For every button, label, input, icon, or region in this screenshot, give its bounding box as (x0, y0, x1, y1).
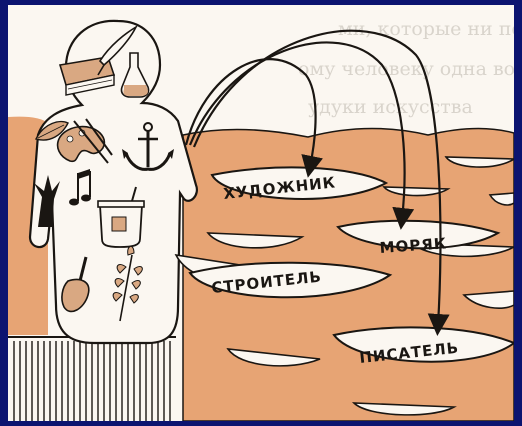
illustration-svg: ми, которые ни по духу, поту ому человек… (8, 5, 514, 421)
pier (8, 337, 176, 421)
bleed-line-1: ми, которые ни по духу, поту (338, 18, 514, 40)
bleed-line-2: ому человеку одна возможность (298, 58, 514, 80)
bleed-line-3: удуки искусства (308, 96, 473, 118)
illustration-frame: ми, которые ни по духу, поту ому человек… (8, 5, 514, 421)
